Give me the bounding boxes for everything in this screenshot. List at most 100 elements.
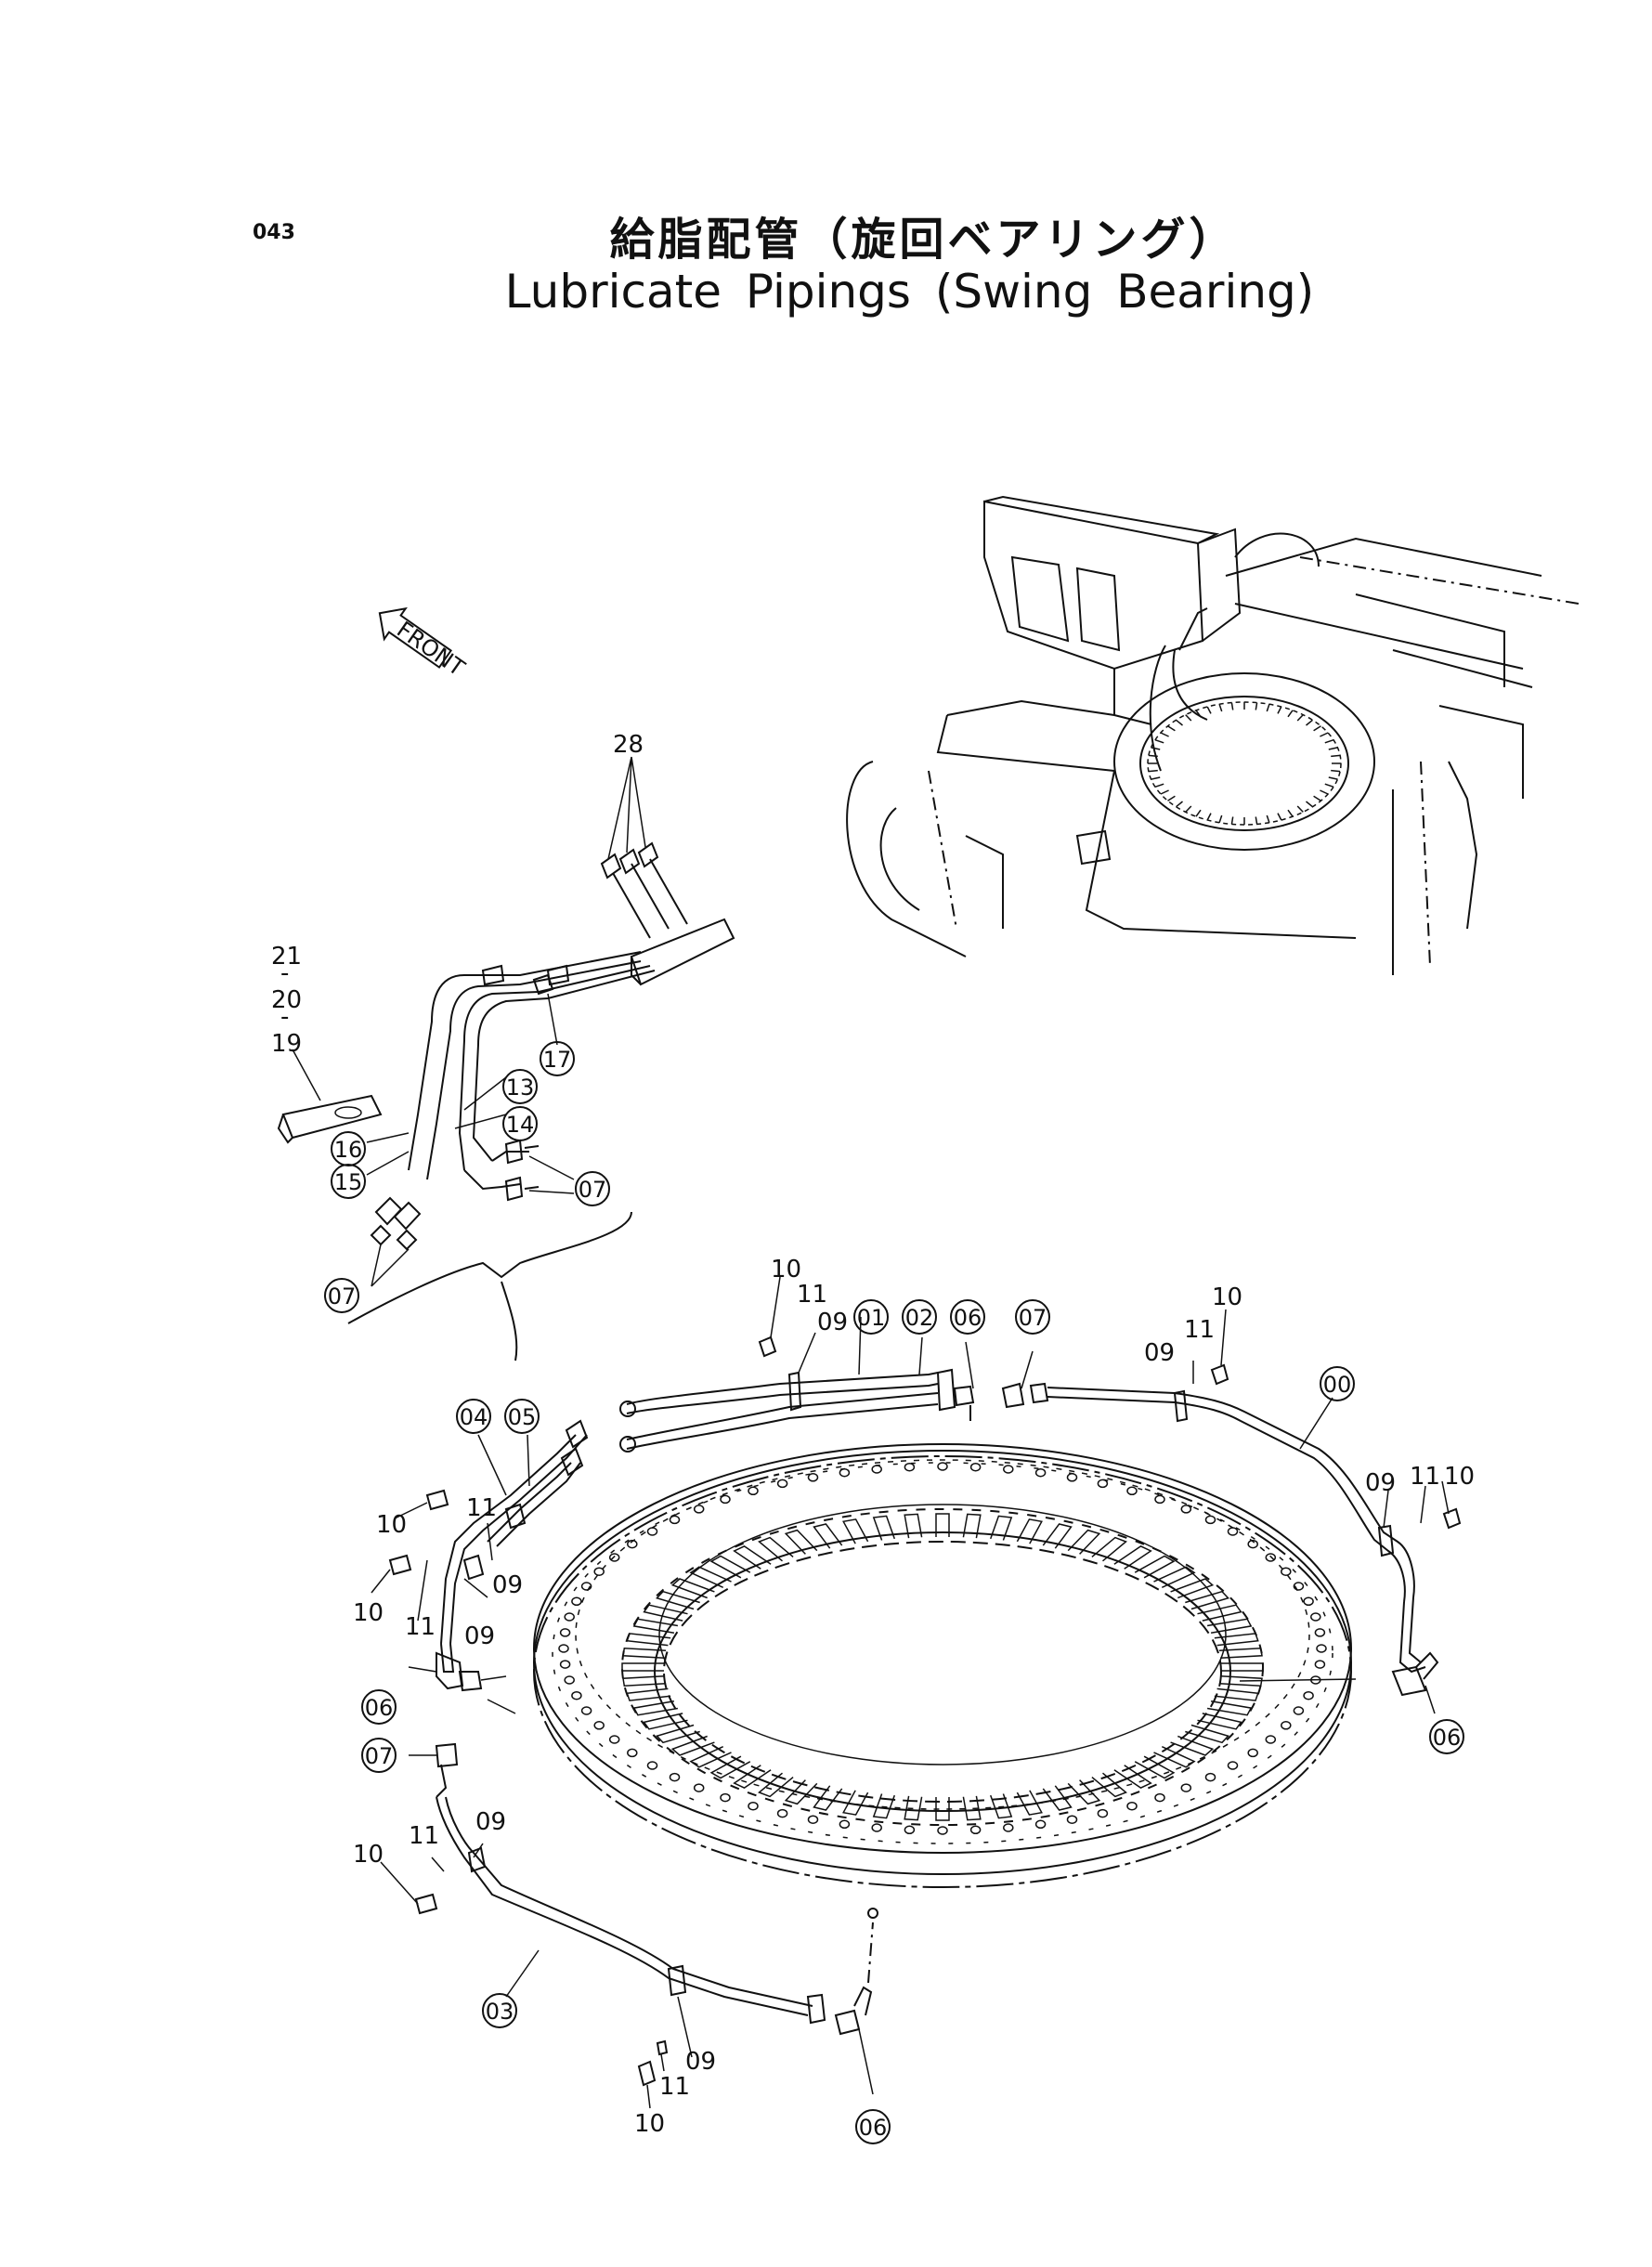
- title-japanese: 給脂配管（旋回ベアリング）: [609, 214, 1238, 266]
- gear-tooth: [1185, 1590, 1229, 1610]
- gear-tooth-small: [1320, 732, 1329, 737]
- bolt-hole: [693, 1783, 705, 1792]
- svg-text:03: 03: [486, 1999, 514, 2025]
- bolt-hole: [1281, 1721, 1292, 1730]
- label-dash-2: -: [280, 1003, 289, 1031]
- gear-tooth: [1016, 1518, 1043, 1544]
- gear-tooth-small: [1331, 754, 1341, 758]
- gear-tooth-small: [1218, 703, 1223, 712]
- label-28: 28: [613, 731, 644, 759]
- callout-14: 14: [502, 1106, 538, 1141]
- bolt-hole: [776, 1808, 788, 1818]
- bolt-hole: [1066, 1815, 1078, 1824]
- gear-tooth: [689, 1746, 732, 1768]
- gear-tooth: [622, 1648, 667, 1660]
- svg-text:07: 07: [579, 1177, 607, 1203]
- bolt-hole: [646, 1761, 658, 1770]
- gear-tooth-small: [1331, 769, 1341, 773]
- bolt-hole: [720, 1792, 731, 1803]
- label-11-top-right: 11: [1184, 1316, 1215, 1344]
- bolt-hole: [571, 1596, 582, 1607]
- svg-text:02: 02: [905, 1305, 934, 1331]
- bolt-hole: [1154, 1494, 1165, 1505]
- gear-tooth-small: [1230, 702, 1234, 710]
- callout-00: 00: [1320, 1366, 1355, 1401]
- label-09-left-upper: 09: [492, 1571, 523, 1599]
- bolts: [388, 1335, 1462, 2087]
- gear-tooth-small: [1255, 702, 1258, 710]
- callout-16: 16: [331, 1131, 366, 1166]
- callout-15: 15: [331, 1164, 366, 1199]
- bolt-hole: [937, 1462, 948, 1471]
- gear-tooth: [622, 1674, 667, 1687]
- bolt-hole: [871, 1465, 882, 1474]
- bolt-hole: [669, 1772, 681, 1782]
- gear-tooth-small: [1324, 738, 1334, 744]
- gear-tooth: [626, 1687, 671, 1701]
- gear-tooth-small: [1160, 732, 1169, 737]
- bolt-hole: [1180, 1783, 1192, 1792]
- gear-tooth-small: [1266, 703, 1270, 712]
- label-09-right: 09: [1365, 1469, 1396, 1497]
- plain-labels: 28 21 - 20 - 19 10 11 09 10 11 09 09 11 …: [271, 731, 1475, 2138]
- callout-01: 01: [853, 1299, 889, 1335]
- gear-tooth-small: [1167, 725, 1176, 732]
- svg-text:07: 07: [1019, 1305, 1047, 1331]
- bolt-hole: [1126, 1486, 1138, 1496]
- bolt-hole: [937, 1826, 948, 1835]
- label-09-top-right: 09: [1144, 1339, 1175, 1367]
- gear-tooth-small: [1328, 776, 1338, 780]
- gear-tooth: [1206, 1700, 1253, 1716]
- svg-text:13: 13: [506, 1075, 535, 1101]
- bolt-hole: [807, 1473, 819, 1482]
- gear-tooth-small: [1296, 805, 1304, 813]
- bolt-hole: [1316, 1644, 1327, 1653]
- bolt-hole: [1034, 1467, 1047, 1478]
- bolt-hole: [1314, 1660, 1326, 1669]
- gear-tooth: [1091, 1772, 1127, 1798]
- gear-tooth: [904, 1513, 923, 1539]
- bolt-hole: [1293, 1582, 1305, 1591]
- bolt-hole: [627, 1539, 638, 1549]
- gear-tooth-small: [1176, 719, 1183, 726]
- bolt-hole: [839, 1467, 851, 1478]
- gear-tooth: [1113, 1765, 1152, 1789]
- label-20: 20: [271, 986, 302, 1014]
- gear-tooth: [1134, 1555, 1176, 1579]
- gear-tooth: [1016, 1790, 1043, 1816]
- bolt-hole: [1204, 1515, 1216, 1525]
- svg-text:06: 06: [859, 2115, 888, 2141]
- page-number: 043: [253, 221, 295, 244]
- ring-piping: [435, 1368, 1439, 2036]
- gear-tooth-small: [1160, 789, 1169, 795]
- gear-tooth-small: [1185, 805, 1192, 813]
- bolt-hole: [564, 1675, 575, 1685]
- bolt-hole: [693, 1505, 705, 1514]
- gear-tooth: [656, 1724, 700, 1744]
- gear-tooth-small: [1148, 754, 1158, 758]
- gear-tooth: [989, 1515, 1013, 1541]
- bolt-hole: [1003, 1823, 1014, 1832]
- gear-tooth-small: [1255, 816, 1258, 825]
- bolt-hole: [1034, 1819, 1047, 1830]
- bolt-hole: [559, 1660, 571, 1669]
- gear-tooth: [904, 1795, 923, 1821]
- bolt-hole: [564, 1612, 575, 1622]
- label-11-left-upper: 11: [466, 1494, 497, 1522]
- bolt-hole: [1180, 1505, 1192, 1514]
- gear-tooth: [1221, 1662, 1264, 1672]
- gear-tooth: [709, 1755, 751, 1779]
- gear-tooth: [813, 1785, 843, 1811]
- gear-tooth-small: [1313, 795, 1321, 801]
- gear-tooth: [935, 1513, 950, 1537]
- bolt-hole: [1281, 1567, 1292, 1576]
- gear-tooth: [709, 1555, 751, 1579]
- bolt-hole: [748, 1801, 759, 1811]
- gear-tooth: [1185, 1724, 1229, 1744]
- label-10-bottom-left: 10: [353, 1841, 384, 1869]
- gear-tooth-small: [1154, 783, 1164, 788]
- gear-tooth-small: [1277, 813, 1282, 821]
- gear-tooth: [842, 1518, 869, 1544]
- gear-tooth: [1197, 1713, 1242, 1730]
- label-10-left-lower: 10: [353, 1599, 384, 1627]
